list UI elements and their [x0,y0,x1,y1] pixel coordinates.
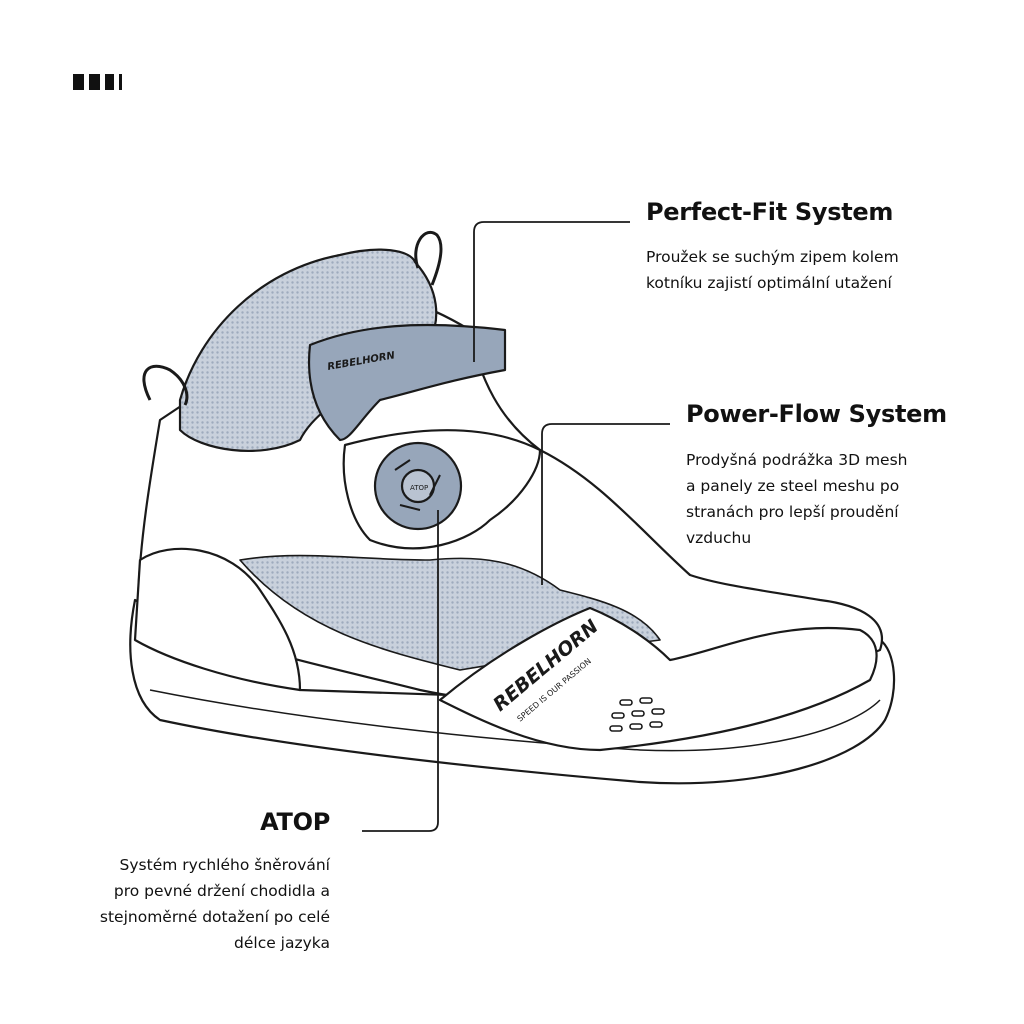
leader-atop [362,510,439,832]
feature-title-perfect-fit: Perfect-Fit System [646,198,894,226]
desc-line: délce jazyka [234,934,330,952]
desc-line: Proužek se suchým zipem kolem [646,248,899,266]
desc-line: a panely ze steel meshu po [686,477,900,495]
leader-power-flow [541,423,670,585]
collar-mesh [178,248,438,452]
desc-line: Systém rychlého šněrování [119,856,330,874]
feature-desc-atop: Systém rychlého šněrování pro pevné drže… [100,852,330,956]
feature-title-atop: ATOP [260,808,330,836]
shoe-sole [129,598,896,785]
leader-perfect-fit [473,221,630,362]
feature-desc-perfect-fit: Proužek se suchým zipem kolem kotníku za… [646,244,899,296]
desc-line: Prodyšná podrážka 3D mesh [686,451,908,469]
velcro-strap [308,323,507,442]
brand-logo-bars [73,74,122,90]
desc-line: stejnoměrné dotažení po celé [99,908,330,926]
desc-line: stranách pro lepší proudění [686,503,899,521]
desc-line: vzduchu [686,529,752,547]
feature-title-power-flow: Power-Flow System [686,400,947,428]
dial-logo: ATOP [410,484,428,492]
desc-line: kotníku zajistí optimální utažení [646,274,892,292]
desc-line: pro pevné držení chodidla a [113,882,330,900]
feature-desc-power-flow: Prodyšná podrážka 3D mesh a panely ze st… [686,447,907,551]
